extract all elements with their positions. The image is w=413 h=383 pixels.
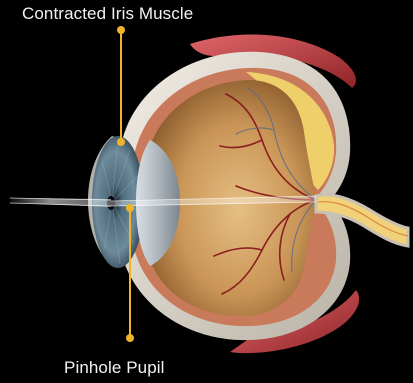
leader-line-top [117, 26, 125, 146]
pinhole-pupil-label: Pinhole Pupil [64, 358, 165, 378]
contracted-iris-muscle-label: Contracted Iris Muscle [22, 4, 193, 24]
